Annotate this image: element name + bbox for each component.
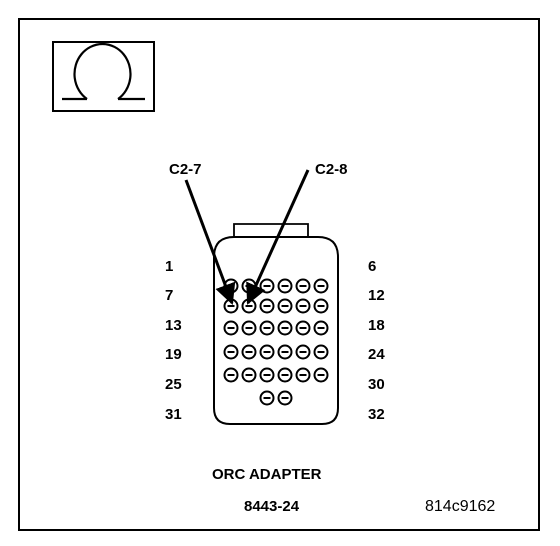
diagram-frame [18,18,540,531]
pin-cavity [277,298,293,314]
adapter-title: ORC ADAPTER [212,466,322,483]
pin-numbers-right: 6 12 18 24 30 32 [368,258,385,423]
pin-cavity [313,298,329,314]
pin-label: 6 [368,258,376,275]
pin-cavity [295,344,311,360]
pin-cavity [259,344,275,360]
pin-cavity [295,278,311,294]
pin-cavity [259,320,275,336]
pin-label: 30 [368,376,385,393]
pin-cavity [277,344,293,360]
pin-cavity [259,278,275,294]
pin-cavity [313,320,329,336]
ohm-icon [52,41,155,112]
pin-label: 25 [165,376,182,393]
callout-c2-7-label: C2-7 [169,161,202,178]
pin-cavity [313,278,329,294]
pin-cavity [259,298,275,314]
pin-cavity [313,367,329,383]
pin-cavity [277,320,293,336]
pin-cavity [223,344,239,360]
pin-cavity [277,367,293,383]
pin-cavity [277,278,293,294]
pin-label: 1 [165,258,173,275]
pin-label: 32 [368,406,385,423]
pin-label: 12 [368,287,385,304]
pin-numbers-left: 1 7 13 19 25 31 [165,258,182,423]
pin-label: 18 [368,317,385,334]
pin-label: 19 [165,346,182,363]
pin-cavity [241,344,257,360]
pin-cavity [259,390,275,406]
pin-cavity [295,298,311,314]
callout-c2-8-label: C2-8 [315,161,348,178]
pin-cavity [277,390,293,406]
pin-cavity [295,320,311,336]
pin-cavity [313,344,329,360]
callout-c2-7-arrow [184,179,236,305]
connector-pins [223,278,329,406]
pin-label: 24 [368,346,385,363]
pin-cavity [223,320,239,336]
pin-label: 7 [165,287,173,304]
callout-c2-8-arrow [246,169,310,305]
part-number: 8443-24 [244,498,300,515]
pin-label: 13 [165,317,182,334]
pin-cavity [223,367,239,383]
pin-label: 31 [165,406,182,423]
pin-cavity [259,367,275,383]
pin-cavity [241,367,257,383]
connector-body [213,223,339,425]
pin-cavity [295,367,311,383]
pin-cavity [241,320,257,336]
figure-id: 814c9162 [425,498,495,515]
